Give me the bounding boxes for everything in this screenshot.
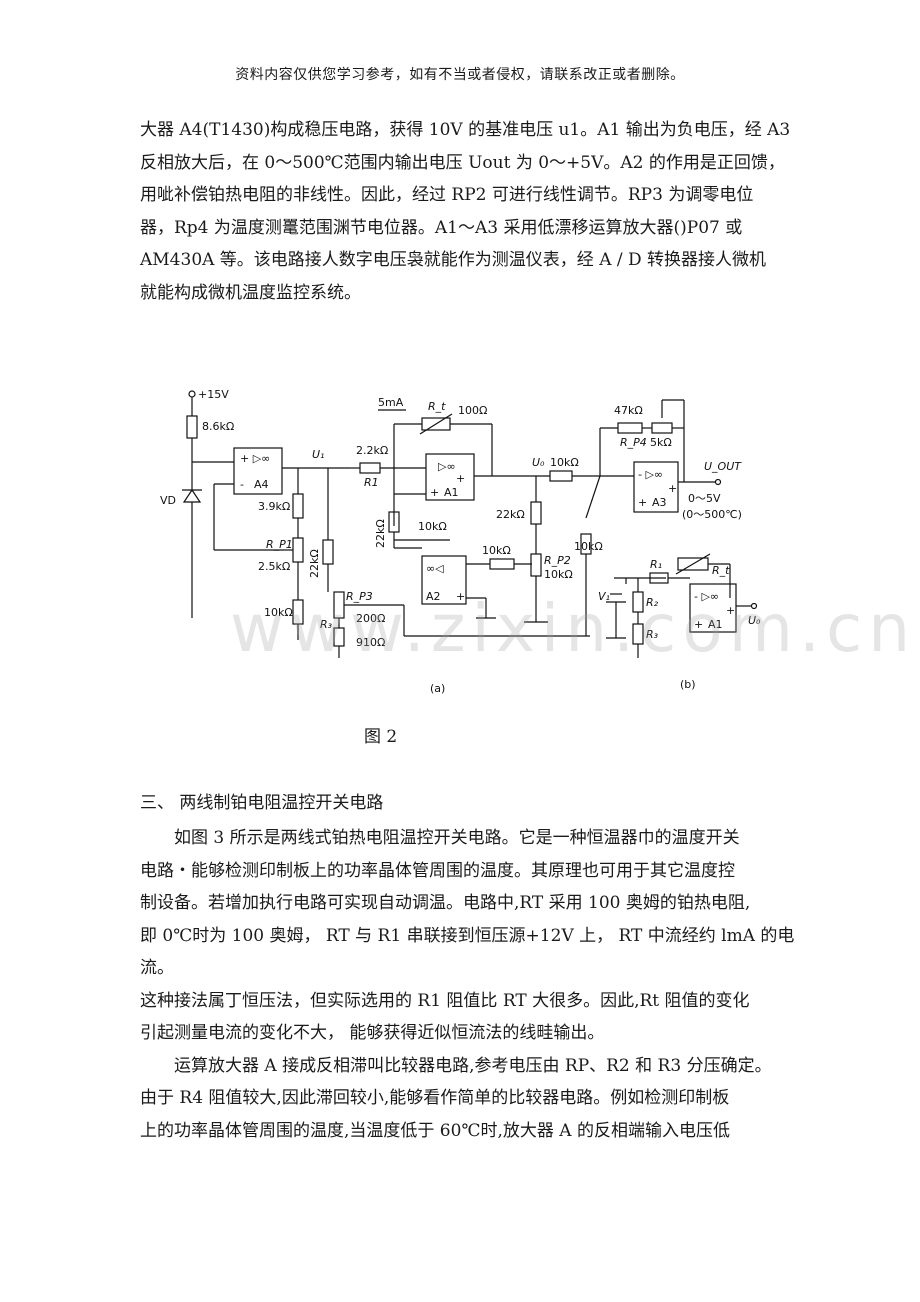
svg-text:+: + xyxy=(430,486,439,499)
label-a4: A4 xyxy=(254,478,269,491)
watermark-text: www.zixin.com.cn xyxy=(230,590,917,667)
opamp-a4 xyxy=(233,447,283,495)
text-line: 用呲补偿铂热电阻的非线性。因此，经过 RP2 可进行线性调节。RP3 为调零电位 xyxy=(140,185,754,205)
label-rt: R_t xyxy=(428,400,446,413)
label-r10a: 10kΩ xyxy=(264,606,293,619)
label-vd: VD xyxy=(160,494,176,507)
svg-text:+: + xyxy=(694,618,703,631)
svg-text:- ▷∞: - ▷∞ xyxy=(638,468,663,481)
label-a3: A3 xyxy=(652,496,667,509)
label-r10e: 10kΩ xyxy=(544,568,573,581)
label-r22kb: 22kΩ xyxy=(374,519,387,548)
label-r200: 200Ω xyxy=(356,612,385,625)
label-rp3: R_P3 xyxy=(346,590,373,603)
text-line: 如图 3 所示是两线式铂热电阻温控开关电路。它是一种恒温器巾的温度开关 xyxy=(140,828,740,848)
svg-text:+: + xyxy=(726,604,735,617)
label-tag-b: (b) xyxy=(680,678,696,691)
label-r86: 8.6kΩ xyxy=(202,420,234,433)
label-rp1: R_P1 xyxy=(266,538,293,551)
opamp-a2 xyxy=(421,555,467,605)
body-paragraphs: 如图 3 所示是两线式铂热电阻温控开关电路。它是一种恒温器巾的温度开关 电路・能… xyxy=(140,822,800,1147)
svg-text:-: - xyxy=(240,478,244,491)
label-a1: A1 xyxy=(444,486,459,499)
label-r22k: 22kΩ xyxy=(308,549,321,578)
label-r10c: 10kΩ xyxy=(482,544,511,557)
opamp-a3 xyxy=(633,461,679,513)
label-a2: A2 xyxy=(426,590,441,603)
pot-rp2 xyxy=(530,553,542,577)
label-v1: V₁ xyxy=(598,590,610,603)
svg-text:+ ▷∞: + ▷∞ xyxy=(240,452,270,465)
label-u0: U₀ xyxy=(532,456,545,469)
circuit-schematic: +15V 8.6kΩ VD + ▷∞ - A4 U₁ 3.9kΩ R_P1 2.… xyxy=(160,388,761,695)
pot-rp4 xyxy=(651,422,673,434)
label-r39: 3.9kΩ xyxy=(258,500,290,513)
svg-text:▷∞: ▷∞ xyxy=(438,460,456,473)
label-r10b: 10kΩ xyxy=(418,520,447,533)
label-r47: 47kΩ xyxy=(614,404,643,417)
text-line: 电路・能够检测印制板上的功率晶体管周围的温度。其原理也可用于其它温度控 xyxy=(140,860,735,881)
pot-rp1 xyxy=(292,537,304,563)
label-r1b: R₁ xyxy=(650,558,662,571)
zener-diode xyxy=(182,488,202,503)
text-line: AM430A 等。该电路接人数字电压袅就能作为测温仪表，经 A / D 转换器接… xyxy=(140,250,767,270)
label-v15: +15V xyxy=(198,388,229,401)
label-ma5: 5mA xyxy=(378,396,404,409)
svg-text:∞◁: ∞◁ xyxy=(426,562,444,575)
supply-terminal xyxy=(188,390,196,398)
resistor-8k6 xyxy=(186,415,198,439)
circuit-diagram-figure: +15V 8.6kΩ VD + ▷∞ - A4 U₁ 3.9kΩ R_P1 2.… xyxy=(160,378,780,700)
svg-text:+: + xyxy=(456,590,465,603)
text-line: 大器 A4(T1430)构成稳压电路，获得 10V 的基准电压 u1。A1 输出… xyxy=(140,120,791,140)
label-uo: U₀ xyxy=(748,614,761,627)
label-r2b: R₂ xyxy=(646,596,659,609)
label-r910: 910Ω xyxy=(356,636,385,649)
svg-text:+: + xyxy=(668,482,677,495)
label-r22a: 2.2kΩ xyxy=(356,444,388,457)
svg-text:+: + xyxy=(456,472,465,485)
page-header-notice: 资料内容仅供您学习参考，如有不当或者侵权，请联系改正或者删除。 xyxy=(235,67,685,83)
figure-caption: 图 2 xyxy=(364,727,398,747)
opamp-a1-b xyxy=(689,583,737,633)
label-a1b: A1 xyxy=(708,618,723,631)
label-r3: R₃ xyxy=(320,618,333,631)
label-r10f: 10kΩ xyxy=(574,540,603,553)
label-r3b: R₃ xyxy=(646,628,659,641)
label-r100: 100Ω xyxy=(458,404,487,417)
text-line: 引起测量电流的变化不大， 能够获得近似恒流法的线畦输出。 xyxy=(140,1023,605,1043)
label-tag-a: (a) xyxy=(430,682,445,695)
label-r5k: 5kΩ xyxy=(650,436,672,449)
text-line: 即 0℃时为 100 奥姆， RT 与 R1 串联接到恒压源+12V 上， RT… xyxy=(140,925,795,979)
label-rp2: R_P2 xyxy=(544,554,571,567)
label-r10d: 10kΩ xyxy=(550,456,579,469)
svg-text:+: + xyxy=(638,496,647,509)
opamp-a1 xyxy=(425,453,475,501)
text-line: 上的功率晶体管周围的温度,当温度低于 60℃时,放大器 A 的反相端输入电压低 xyxy=(140,1120,730,1141)
text-line: 这种接法属丁恒压法，但实际选用的 R1 阻值比 RT 大很多。因此,Rt 阻值的… xyxy=(140,990,750,1011)
text-line: 由于 R4 阻值较大,因此滞回较小,能够看作简单的比较器电路。例如检测印制板 xyxy=(140,1088,730,1108)
text-line: 反相放大后，在 0～500℃范围内输出电压 Uout 为 0～+5V。A2 的作… xyxy=(140,152,785,173)
label-r1: R1 xyxy=(364,476,379,489)
label-range2: (0～500℃) xyxy=(682,508,742,521)
intro-paragraph: 大器 A4(T1430)构成稳压电路，获得 10V 的基准电压 u1。A1 输出… xyxy=(140,114,800,309)
text-line: 制设备。若增加执行电路可实现自动调温。电路中,RT 采用 100 奥姆的铂热电阻… xyxy=(140,893,751,913)
label-u1: U₁ xyxy=(312,448,324,461)
text-line: 就能构成微机温度监控系统。 xyxy=(140,282,361,303)
label-rtb: R_t xyxy=(712,564,730,577)
label-uout: U_OUT xyxy=(704,460,742,473)
text-line: 器，Rp4 为温度测鼍范围渊节电位器。A1～A3 采用低漂移运算放大器()P07… xyxy=(140,217,743,238)
label-r22kc: 22kΩ xyxy=(496,508,525,521)
resistor-r1 xyxy=(359,462,381,474)
svg-text:- ▷∞: - ▷∞ xyxy=(694,590,719,603)
label-range1: 0～5V xyxy=(688,492,721,505)
section-title: 三、 两线制铂电阻温控开关电路 xyxy=(140,793,384,813)
text-line: 运算放大器 A 接成反相滞叫比较器电路,参考电压由 RP、R2 和 R3 分压确… xyxy=(140,1055,772,1076)
label-rp4: R_P4 xyxy=(620,436,647,449)
label-r25: 2.5kΩ xyxy=(258,560,290,573)
